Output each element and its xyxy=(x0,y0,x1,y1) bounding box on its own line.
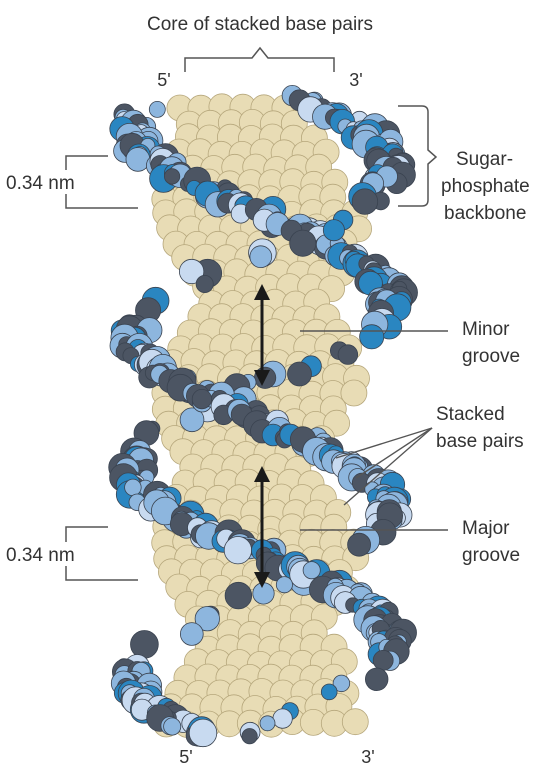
spacing-lower-label: 0.34 nm xyxy=(6,545,75,566)
backbone-atom xyxy=(189,719,217,747)
backbone-atom xyxy=(323,220,344,241)
backbone-atom xyxy=(288,362,312,386)
stacked-base-pairs-label-line-2: base pairs xyxy=(436,431,524,452)
backbone-atom xyxy=(303,562,320,579)
backbone-atom xyxy=(338,345,358,365)
backbone-atom xyxy=(365,668,388,691)
backbone-atom xyxy=(164,169,179,184)
three-prime-bottom-label: 3' xyxy=(361,747,374,767)
base-pair-sphere xyxy=(342,709,368,735)
minor-groove-label-line-1: Minor xyxy=(462,319,510,340)
backbone-label-line-2: phosphate xyxy=(441,176,530,197)
backbone-atom xyxy=(276,577,292,593)
backbone-atom xyxy=(225,582,252,609)
five-prime-bottom-label: 5' xyxy=(179,747,192,767)
backbone-atom xyxy=(250,246,272,268)
major-groove-label-line-1: Major xyxy=(462,518,510,539)
core-bracket xyxy=(185,48,334,72)
backbone-atom xyxy=(125,479,142,496)
backbone-atom xyxy=(164,718,181,735)
five-prime-top-label: 5' xyxy=(157,70,170,90)
backbone-atom xyxy=(360,325,384,349)
backbone-atom xyxy=(290,230,316,256)
backbone-atom xyxy=(373,650,393,670)
backbone-atom xyxy=(321,684,337,700)
backbone-atom xyxy=(348,533,371,556)
stacked-base-pairs-label-line-1: Stacked xyxy=(436,404,505,425)
backbone-atom xyxy=(273,709,292,728)
backbone-atom xyxy=(260,716,275,731)
core-label: Core of stacked base pairs xyxy=(147,14,373,35)
spacing-bracket-lower xyxy=(66,527,138,580)
backbone-atom xyxy=(224,537,251,564)
major-groove-label-line-2: groove xyxy=(462,545,520,566)
backbone-atom xyxy=(242,729,257,744)
backbone-atom xyxy=(196,275,213,292)
backbone-atom xyxy=(131,631,159,659)
backbone-atom xyxy=(352,189,378,215)
backbone-label-line-3: backbone xyxy=(444,203,526,224)
minor-groove-label-line-2: groove xyxy=(462,346,520,367)
backbone-atom xyxy=(192,389,211,408)
spacing-upper-label: 0.34 nm xyxy=(6,173,75,194)
backbone-atom xyxy=(180,623,203,646)
backbone-label-line-1: Sugar- xyxy=(456,149,513,170)
backbone-atom xyxy=(149,101,165,117)
backbone-atom xyxy=(253,583,274,604)
three-prime-top-label: 3' xyxy=(349,70,362,90)
